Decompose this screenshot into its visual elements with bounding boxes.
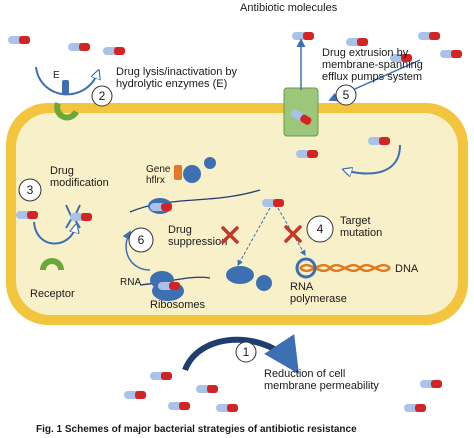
mechanism-3-modification: 3 Drug modification Receptor [16, 165, 109, 300]
figure-caption: Fig. 1 Schemes of major bacterial strate… [36, 424, 357, 435]
extrusion-label-line1: Drug extrusion by [322, 47, 409, 59]
rna-label: RNA [120, 277, 141, 288]
receptor-icon [40, 258, 64, 270]
enzyme-e [62, 80, 69, 95]
cytoplasm [16, 113, 458, 315]
rna-polymerase-right [256, 275, 272, 291]
target-label-line2: mutation [340, 227, 382, 239]
dna-helix: DNA [295, 257, 419, 279]
mechanism-6-suppression: Gene hflrx 6 Drug suppression [122, 157, 261, 271]
badge-3-number: 3 [27, 183, 34, 197]
badge-5 [335, 84, 357, 106]
mechanism-1-permeability: 1 Reduction of cell membrane permeabilit… [182, 334, 379, 392]
mechanism-4-target-mutation: 4 Target mutation RNA polymerase [221, 199, 382, 305]
efflux-return-arrow [345, 144, 401, 174]
mrna-strand [129, 189, 261, 213]
rna-pol-label-line2: polymerase [290, 293, 347, 305]
ribosomes-group: RNA Ribosomes [120, 271, 211, 311]
target-arrow-left [237, 207, 271, 267]
mechanism-5-efflux: 5 Drug extrusion by membrane-spanning ef… [283, 38, 423, 174]
rna-pol-label-line1: RNA [290, 281, 314, 293]
drug-supp-label-line1: Drug [168, 224, 192, 236]
target-label-line1: Target [340, 215, 371, 227]
protein-dot-1 [183, 165, 201, 183]
drug-mod-label-line1: Drug [50, 165, 74, 177]
lysis-label-line1: Drug lysis/inactivation by [116, 66, 238, 78]
badge-5-number: 5 [343, 88, 350, 102]
receptor-label: Receptor [30, 288, 75, 300]
permeability-arrow [182, 334, 299, 375]
bacterial-cell [6, 103, 468, 325]
mechanism-2-lysis: E 2 Drug lysis/inactivation by hydrolyti… [35, 66, 238, 121]
extrusion-label-line3: efflux pumps system [322, 71, 422, 83]
drug-mod-label-line2: modification [50, 177, 109, 189]
gene-hflrx-icon [174, 165, 182, 180]
suppression-arrow [122, 230, 151, 271]
gene-label-line1: Gene [146, 164, 171, 175]
badge-1-number: 1 [243, 345, 250, 359]
polymerase-ring [295, 257, 317, 279]
badge-4 [306, 215, 334, 243]
badge-6-number: 6 [138, 233, 145, 247]
extrusion-label-line2: membrane-spanning [322, 59, 423, 71]
badge-4-number: 4 [317, 222, 324, 236]
ribosomes-label: Ribosomes [150, 299, 206, 311]
lysis-arrow [35, 66, 98, 96]
antibiotic-molecules-label: Antibiotic molecules [240, 2, 338, 14]
enzyme-letter: E [53, 70, 60, 81]
dna-label: DNA [395, 263, 419, 275]
lysis-label-line2: hydrolytic enzymes (E) [116, 78, 227, 90]
rna-polymerase-left [226, 266, 254, 284]
block-x-icon-2 [284, 225, 302, 243]
badge-1 [235, 341, 257, 363]
block-x-icon-1 [221, 226, 239, 244]
modification-arrow [33, 222, 76, 245]
gene-label-line2: hflrx [146, 175, 165, 186]
badge-2 [91, 85, 113, 107]
drug-supp-label-line2: suppression [168, 236, 227, 248]
badge-6 [128, 227, 154, 253]
badge-3 [18, 178, 42, 202]
efflux-pump [283, 87, 319, 137]
protein-dot-2 [204, 157, 216, 169]
badge-2-number: 2 [99, 89, 106, 103]
rna-strand [139, 276, 211, 286]
reduction-label-line2: membrane permeability [264, 380, 379, 392]
reduction-label-line1: Reduction of cell [264, 368, 345, 380]
receptor-top-icon [54, 101, 79, 121]
